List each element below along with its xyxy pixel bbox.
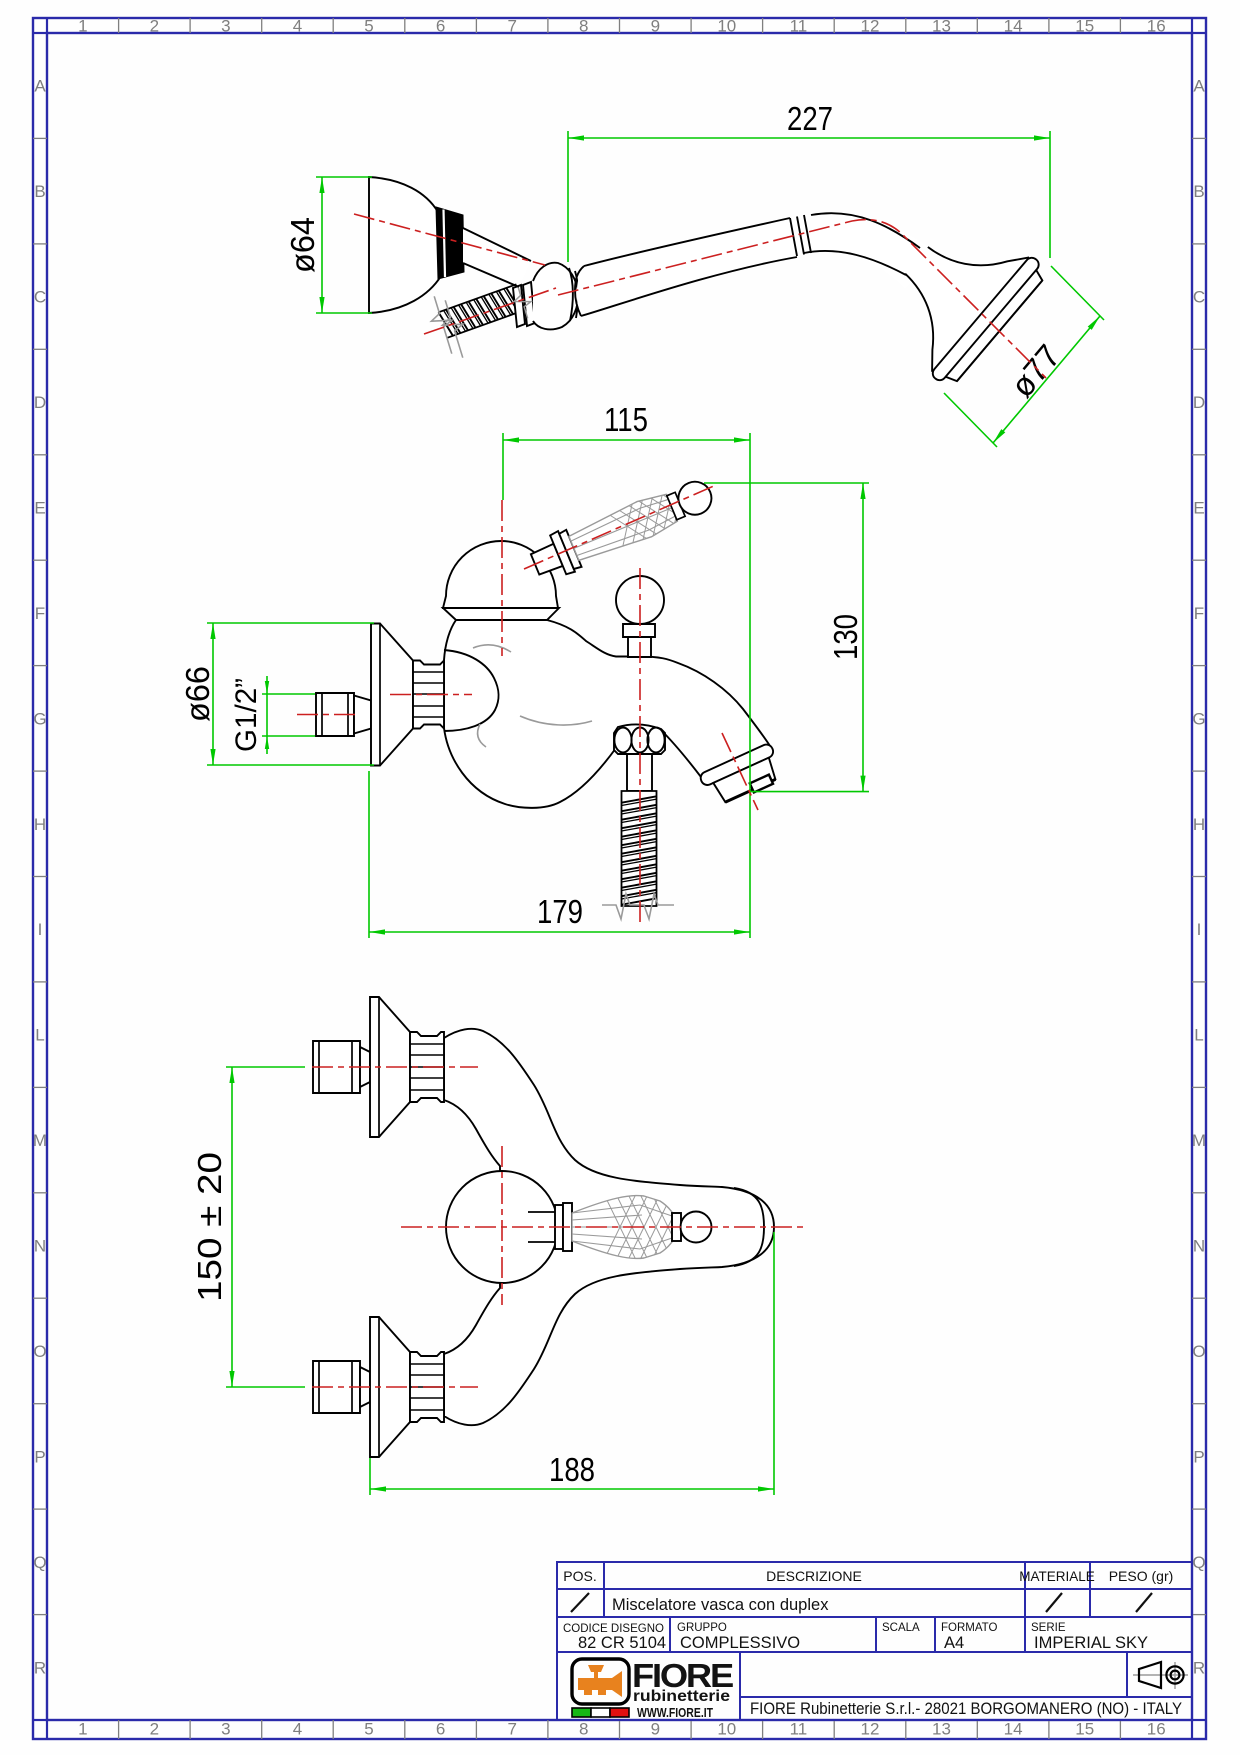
svg-text:3: 3 — [221, 1720, 230, 1739]
svg-text:15: 15 — [1075, 17, 1094, 36]
svg-text:R: R — [34, 1658, 46, 1677]
svg-text:P: P — [1193, 1447, 1204, 1466]
svg-text:8: 8 — [579, 1720, 588, 1739]
svg-text:3: 3 — [221, 17, 230, 36]
svg-text:6: 6 — [436, 17, 445, 36]
svg-text:B: B — [1193, 182, 1204, 201]
svg-text:179: 179 — [537, 893, 583, 930]
svg-text:N: N — [34, 1237, 46, 1256]
svg-text:L: L — [35, 1026, 44, 1045]
svg-text:H: H — [34, 815, 46, 834]
svg-text:2: 2 — [150, 1720, 159, 1739]
svg-text:1: 1 — [78, 1720, 87, 1739]
svg-text:R: R — [1193, 1658, 1205, 1677]
svg-text:M: M — [33, 1131, 47, 1150]
svg-text:E: E — [34, 499, 45, 518]
svg-text:I: I — [38, 920, 43, 939]
svg-text:10: 10 — [717, 17, 736, 36]
svg-text:11: 11 — [790, 17, 808, 36]
svg-text:F: F — [35, 604, 45, 623]
svg-text:115: 115 — [604, 401, 648, 438]
svg-text:13: 13 — [932, 1720, 951, 1739]
svg-text:D: D — [1193, 393, 1205, 412]
svg-text:9: 9 — [651, 1720, 660, 1739]
svg-text:130: 130 — [827, 614, 864, 660]
svg-text:POS.: POS. — [563, 1568, 596, 1584]
svg-text:G: G — [1192, 709, 1205, 728]
svg-text:5: 5 — [364, 1720, 373, 1739]
svg-text:A4: A4 — [944, 1634, 964, 1652]
svg-text:O: O — [1192, 1342, 1205, 1361]
svg-text:1: 1 — [78, 17, 87, 36]
svg-text:M: M — [1192, 1131, 1206, 1150]
svg-text:MATERIALE: MATERIALE — [1019, 1569, 1095, 1584]
svg-text:12: 12 — [861, 1720, 880, 1739]
svg-text:Q: Q — [1192, 1553, 1205, 1572]
svg-text:188: 188 — [549, 1451, 595, 1488]
svg-text:WWW.FIORE.IT: WWW.FIORE.IT — [637, 1705, 713, 1720]
svg-text:82 CR 5104: 82 CR 5104 — [578, 1634, 666, 1652]
svg-text:A: A — [1193, 77, 1205, 96]
svg-text:13: 13 — [932, 17, 951, 36]
svg-text:2: 2 — [150, 17, 159, 36]
svg-text:DESCRIZIONE: DESCRIZIONE — [766, 1568, 862, 1584]
svg-text:PESO (gr): PESO (gr) — [1109, 1568, 1174, 1584]
svg-text:C: C — [34, 288, 46, 307]
svg-text:FIORE Rubinetterie S.r.l.- 280: FIORE Rubinetterie S.r.l.- 28021 BORGOMA… — [750, 1700, 1182, 1718]
svg-text:SCALA: SCALA — [882, 1622, 920, 1634]
svg-text:H: H — [1193, 815, 1205, 834]
svg-text:Miscelatore vasca con duplex: Miscelatore vasca con duplex — [612, 1596, 829, 1614]
svg-text:10: 10 — [717, 1720, 736, 1739]
svg-text:6: 6 — [436, 1720, 445, 1739]
svg-text:O: O — [33, 1342, 46, 1361]
svg-text:12: 12 — [861, 17, 880, 36]
svg-text:C: C — [1193, 288, 1205, 307]
svg-text:11: 11 — [790, 1720, 808, 1739]
svg-text:N: N — [1193, 1237, 1205, 1256]
svg-text:4: 4 — [293, 17, 302, 36]
svg-text:FIORE: FIORE — [632, 1657, 733, 1694]
svg-text:15: 15 — [1075, 1720, 1094, 1739]
svg-text:FORMATO: FORMATO — [941, 1622, 997, 1634]
svg-text:GRUPPO: GRUPPO — [677, 1622, 727, 1634]
svg-text:G1/2”: G1/2” — [230, 678, 263, 752]
svg-text:A: A — [34, 77, 46, 96]
svg-text:G: G — [33, 709, 46, 728]
svg-text:ø64: ø64 — [284, 217, 321, 273]
svg-text:CODICE DISEGNO: CODICE DISEGNO — [563, 1623, 664, 1635]
svg-text:ø66: ø66 — [179, 666, 216, 722]
svg-text:8: 8 — [579, 17, 588, 36]
svg-text:D: D — [34, 393, 46, 412]
svg-text:I: I — [1197, 920, 1202, 939]
svg-text:14: 14 — [1004, 17, 1023, 36]
svg-text:150 ± 20: 150 ± 20 — [191, 1152, 228, 1302]
svg-text:7: 7 — [507, 1720, 516, 1739]
svg-text:B: B — [34, 182, 45, 201]
svg-text:F: F — [1194, 604, 1204, 623]
svg-text:Q: Q — [33, 1553, 46, 1572]
svg-text:COMPLESSIVO: COMPLESSIVO — [680, 1634, 800, 1652]
svg-text:P: P — [34, 1447, 45, 1466]
svg-text:16: 16 — [1147, 17, 1166, 36]
svg-text:9: 9 — [651, 17, 660, 36]
svg-text:4: 4 — [293, 1720, 302, 1739]
svg-text:5: 5 — [364, 17, 373, 36]
svg-text:SERIE: SERIE — [1031, 1622, 1066, 1634]
svg-text:16: 16 — [1147, 1720, 1166, 1739]
svg-text:E: E — [1193, 499, 1204, 518]
svg-text:rubinetterie: rubinetterie — [633, 1688, 730, 1705]
svg-text:227: 227 — [787, 100, 833, 137]
svg-text:IMPERIAL SKY: IMPERIAL SKY — [1034, 1634, 1148, 1652]
svg-text:14: 14 — [1004, 1720, 1023, 1739]
svg-text:L: L — [1194, 1026, 1203, 1045]
svg-text:7: 7 — [507, 17, 516, 36]
